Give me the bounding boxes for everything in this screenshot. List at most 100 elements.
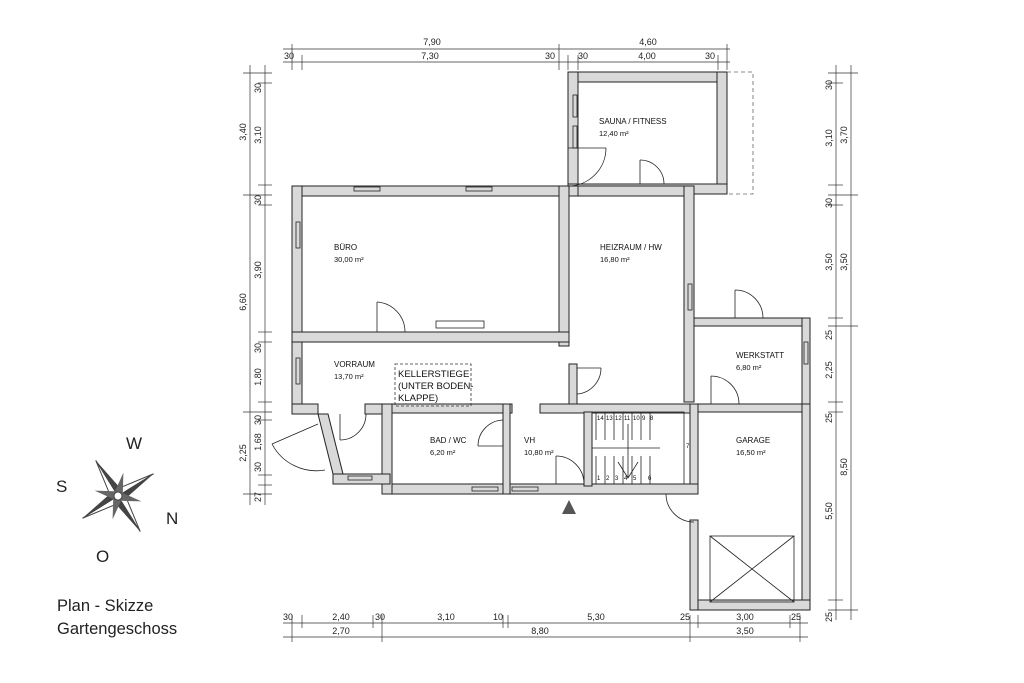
sauna-extension xyxy=(727,71,754,195)
dim-bottom-part: 25 xyxy=(680,612,690,622)
dim-left-inner: 30 xyxy=(253,343,263,353)
dim-right-inner: 5,50 xyxy=(824,502,834,520)
stair-numbers: 14 13 12 11 10 9 8 1 2 3 4 5 6 7 xyxy=(597,416,690,482)
stair-num: 10 xyxy=(633,416,640,422)
dim-bottom-part: 5,30 xyxy=(587,612,605,622)
compass-rose-icon: W S N O xyxy=(56,434,178,566)
garage-car-outline xyxy=(709,535,795,603)
dim-left-inner: 30 xyxy=(253,83,263,93)
stair-num: 11 xyxy=(624,416,631,422)
dim-left-inner: 1,80 xyxy=(253,368,263,386)
dim-right-outer: 3,70 xyxy=(839,126,849,144)
dim-left-inner: 30 xyxy=(253,415,263,425)
stair-num: 12 xyxy=(615,416,622,422)
dim-bottom-part: 30 xyxy=(283,612,293,622)
stair-num: 4 xyxy=(624,476,628,482)
dim-right-inner: 2,25 xyxy=(824,361,834,379)
right-dimensions: 30 3,10 30 3,50 25 2,25 25 5,50 25 3,70 … xyxy=(824,65,858,622)
walls xyxy=(291,71,811,611)
room-name-bad: BAD / WC xyxy=(430,436,467,445)
dim-right-inner: 25 xyxy=(824,612,834,622)
room-area-buero: 30,00 m² xyxy=(334,255,364,264)
kellerstiege-line3: KLAPPE) xyxy=(398,393,438,404)
room-name-vorraum: VORRAUM xyxy=(334,360,375,369)
dim-left-inner: 3,10 xyxy=(253,126,263,144)
kellerstiege-hatch xyxy=(394,363,472,407)
room-area-vorraum: 13,70 m² xyxy=(334,372,364,381)
dim-bottom-part: 25 xyxy=(791,612,801,622)
room-name-sauna: SAUNA / FITNESS xyxy=(599,117,667,126)
dim-top-part: 7,30 xyxy=(421,51,439,61)
entrance-arrow-icon xyxy=(562,500,576,514)
doors xyxy=(271,147,764,523)
dim-bottom-part: 10 xyxy=(493,612,503,622)
dim-top-part: 30 xyxy=(705,51,715,61)
dim-bottom-total: 2,70 xyxy=(332,626,350,636)
room-area-bad: 6,20 m² xyxy=(430,448,456,457)
dim-right-inner: 25 xyxy=(824,413,834,423)
room-name-heizraum: HEIZRAUM / HW xyxy=(600,243,662,252)
room-area-heizraum: 16,80 m² xyxy=(600,255,630,264)
stair-num: 5 xyxy=(633,476,637,482)
stair-num: 8 xyxy=(650,416,654,422)
stair-num: 2 xyxy=(606,476,610,482)
dim-top-part: 4,00 xyxy=(638,51,656,61)
dim-bottom-part: 3,00 xyxy=(736,612,754,622)
room-name-buero: BÜRO xyxy=(334,243,357,252)
kellerstiege-line1: KELLERSTIEGE xyxy=(398,369,469,380)
dim-bottom-part: 30 xyxy=(375,612,385,622)
room-area-werkstatt: 6,80 m² xyxy=(736,363,762,372)
stair-num: 13 xyxy=(606,416,613,422)
room-name-garage: GARAGE xyxy=(736,436,770,445)
dim-right-outer: 3,50 xyxy=(839,253,849,271)
plan-subtitle: Gartengeschoss xyxy=(57,620,177,638)
stair-num: 14 xyxy=(597,416,604,422)
dim-left-inner: 1,68 xyxy=(253,433,263,451)
left-dimensions: 30 3,10 30 3,90 30 1,80 30 1,68 30 27 3,… xyxy=(238,65,272,505)
dim-top-total-left: 7,90 xyxy=(423,37,441,47)
staircase xyxy=(591,411,685,485)
dim-right-inner: 30 xyxy=(824,198,834,208)
dim-bottom-part: 2,40 xyxy=(332,612,350,622)
dim-top-total-right: 4,60 xyxy=(639,37,657,47)
dim-left-inner: 30 xyxy=(253,195,263,205)
dim-left-outer: 2,25 xyxy=(238,444,248,462)
dim-right-inner: 30 xyxy=(824,80,834,90)
dim-left-inner: 30 xyxy=(253,462,263,472)
dim-left-outer: 3,40 xyxy=(238,123,248,141)
compass-w: W xyxy=(126,434,142,453)
room-area-sauna: 12,40 m² xyxy=(599,129,629,138)
plan-title: Plan - Skizze xyxy=(57,597,153,615)
kellerstiege-line2: (UNTER BODEN- xyxy=(398,381,473,392)
dim-right-inner: 25 xyxy=(824,330,834,340)
stair-num: 1 xyxy=(597,476,601,482)
room-area-garage: 16,50 m² xyxy=(736,448,766,457)
dim-top-part: 30 xyxy=(545,51,555,61)
dim-left-inner: 27 xyxy=(253,492,263,502)
room-name-werkstatt: WERKSTATT xyxy=(736,351,784,360)
stair-num: 6 xyxy=(648,476,652,482)
dim-bottom-total: 3,50 xyxy=(736,626,754,636)
top-dimensions: 7,90 4,60 30 7,30 30 30 4,00 30 xyxy=(283,37,730,70)
compass-s: S xyxy=(56,477,67,496)
room-labels: SAUNA / FITNESS 12,40 m² BÜRO 30,00 m² H… xyxy=(334,117,784,457)
compass-o: O xyxy=(96,547,109,566)
dim-right-inner: 3,50 xyxy=(824,253,834,271)
dim-top-part: 30 xyxy=(284,51,294,61)
dim-right-inner: 3,10 xyxy=(824,129,834,147)
dim-bottom-total: 8,80 xyxy=(531,626,549,636)
dim-right-outer: 8,50 xyxy=(839,458,849,476)
dim-left-inner: 3,90 xyxy=(253,261,263,279)
stair-num: 3 xyxy=(615,476,619,482)
bottom-dimensions: 30 2,40 30 3,10 10 5,30 25 3,00 25 2,70 … xyxy=(283,612,808,642)
dim-left-outer: 6,60 xyxy=(238,293,248,311)
stair-num: 9 xyxy=(642,416,646,422)
stair-num: 7 xyxy=(686,444,690,450)
windows xyxy=(295,94,809,492)
room-area-vh: 10,80 m² xyxy=(524,448,554,457)
dim-top-part: 30 xyxy=(578,51,588,61)
room-name-vh: VH xyxy=(524,436,535,445)
compass-n: N xyxy=(166,509,178,528)
dim-bottom-part: 3,10 xyxy=(437,612,455,622)
